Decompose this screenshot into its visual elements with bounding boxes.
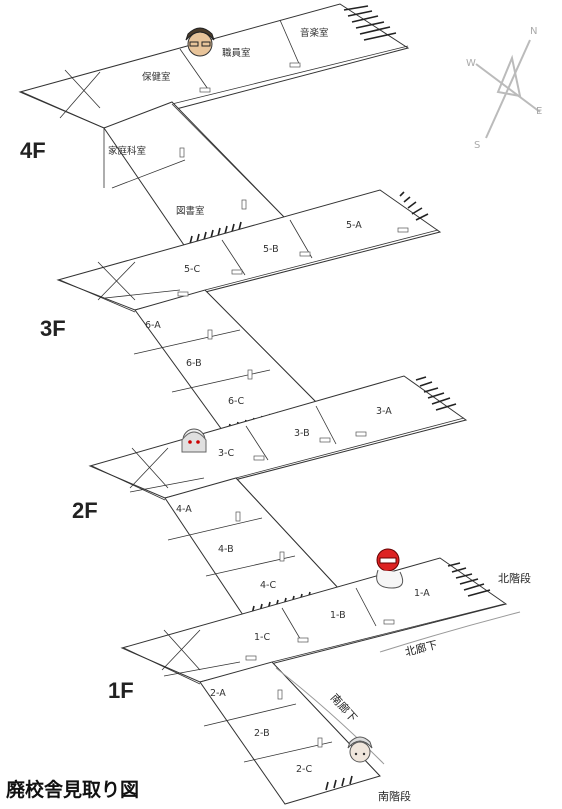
figure-title: 廃校舎見取り図: [6, 778, 139, 801]
ghost-girl-icon: [181, 428, 207, 453]
room-health: 保健室: [142, 71, 171, 83]
room-6a: 6-A: [145, 320, 161, 331]
floor-4f: 4F 保健室 職員室 音楽室 家庭科室 図書室: [18, 3, 410, 249]
room-6b: 6-B: [186, 358, 202, 369]
white-haired-child-icon: [347, 736, 373, 763]
room-home-economics: 家庭科室: [108, 145, 146, 157]
room-3b: 3-B: [294, 428, 310, 439]
floor-3f-north-stairs: [399, 191, 429, 221]
room-5b: 5-B: [263, 244, 279, 255]
room-2b: 2-B: [254, 728, 270, 739]
floor-1f-south-wing: [199, 661, 381, 805]
red-helmet-creature-icon: [376, 548, 404, 589]
south-stairs-note: 南階段: [378, 789, 411, 803]
floor-2f-north-stairs: [415, 376, 457, 411]
south-corridor-line: [275, 667, 385, 765]
south-corridor-note: 南廊下: [328, 691, 360, 725]
room-music: 音楽室: [300, 27, 329, 39]
north-stairs-note: 北階段: [498, 571, 531, 585]
north-corridor-note: 北廊下: [403, 637, 438, 659]
compass-icon: N W E S: [466, 26, 542, 151]
room-2a: 2-A: [210, 688, 226, 699]
floor-2f: 2F 3-A 3-B 3-C 4-A 4-B 4-C: [72, 375, 468, 619]
floor-2f-label: 2F: [72, 498, 98, 523]
floor-2f-north-wing: [88, 375, 468, 499]
room-4b: 4-B: [218, 544, 234, 555]
compass-w: W: [466, 58, 476, 69]
room-6c: 6-C: [228, 396, 244, 407]
room-4c: 4-C: [260, 580, 276, 591]
floor-4f-north-wing: [18, 3, 410, 129]
room-3a: 3-A: [376, 406, 392, 417]
room-1b: 1-B: [330, 610, 346, 621]
floor-3f-north-wing: [56, 189, 442, 311]
floor-3f-label: 3F: [40, 316, 66, 341]
room-2c: 2-C: [296, 764, 312, 775]
floor-1f: 1F 1-A 1-B 1-C 2-A 2-B 2-C: [108, 557, 521, 805]
floor-4f-north-stairs: [343, 5, 397, 41]
room-library: 図書室: [176, 205, 205, 217]
room-1a: 1-A: [414, 588, 430, 599]
floor-1f-south-stairs: [325, 775, 353, 791]
room-1c: 1-C: [254, 632, 270, 643]
teacher-head-icon: [185, 27, 215, 57]
floor-1f-north-stairs: [447, 562, 491, 597]
floor-3f: 3F 5-A 5-B 5-C 6-A 6-B 6-C: [40, 189, 442, 435]
room-4a: 4-A: [176, 504, 192, 515]
compass-s: S: [474, 140, 480, 151]
north-corridor-line: [379, 611, 521, 653]
floor-4f-label: 4F: [20, 138, 46, 163]
room-staff: 職員室: [222, 47, 251, 59]
floor-1f-label: 1F: [108, 678, 134, 703]
room-5c: 5-C: [184, 264, 200, 275]
room-5a: 5-A: [346, 220, 362, 231]
floor-1f-north-wing: [120, 557, 508, 683]
compass-n: N: [530, 26, 537, 37]
room-3c: 3-C: [218, 448, 234, 459]
compass-e: E: [536, 106, 542, 117]
